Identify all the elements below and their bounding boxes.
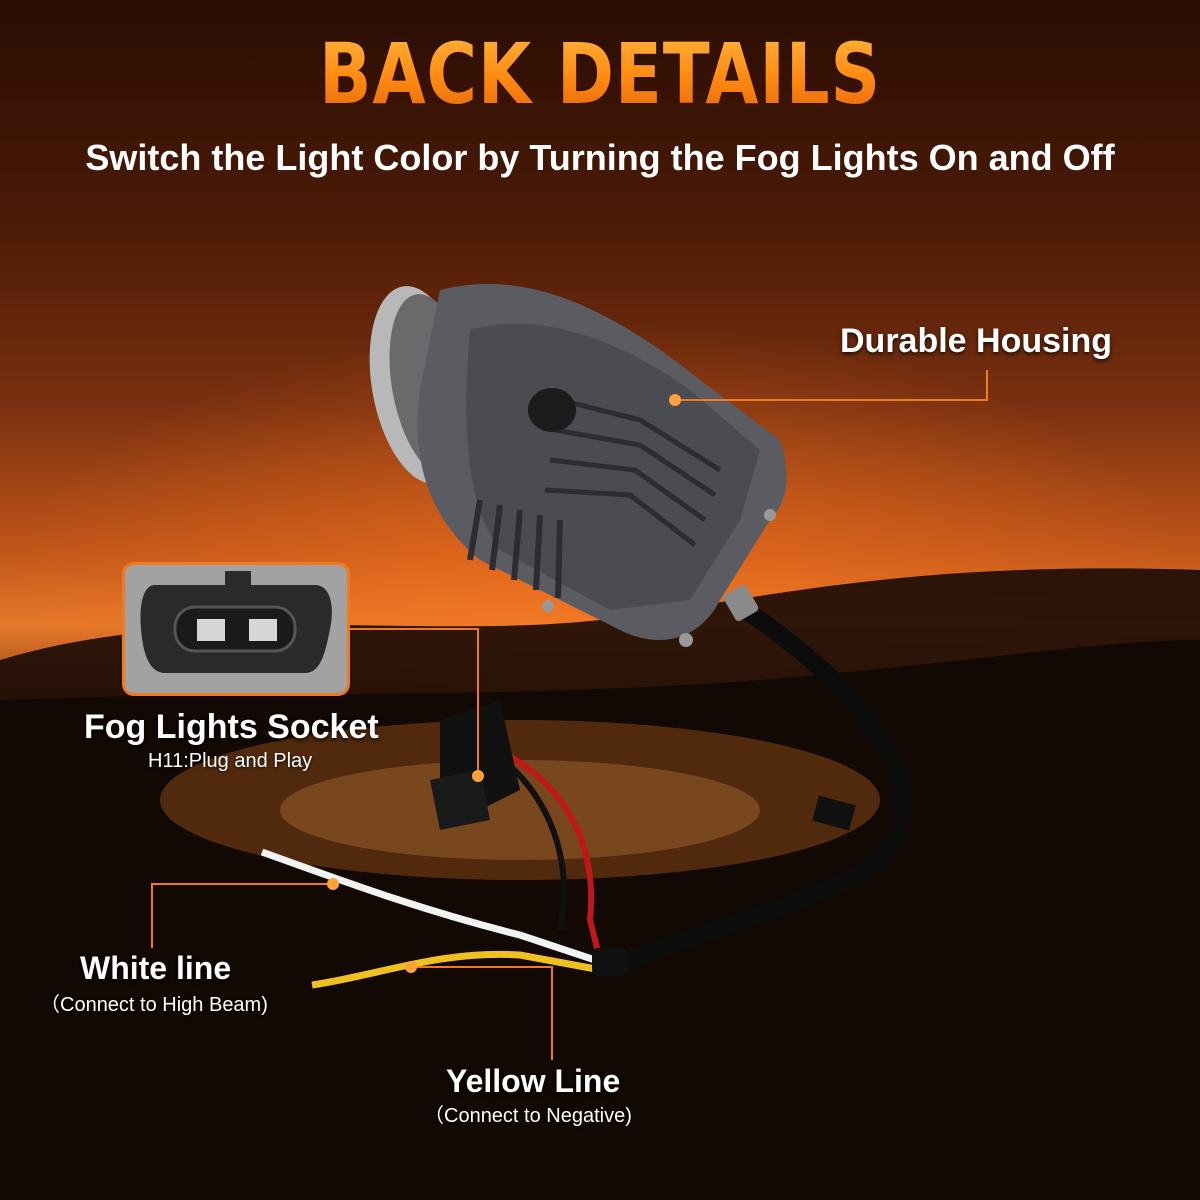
label-yellow-line: Yellow Line [446, 1063, 621, 1099]
label-socket-sub: H11:Plug and Play [148, 750, 313, 772]
label-yellow-line-sub: （Connect to Negative) [424, 1105, 632, 1127]
label-durable-housing: Durable Housing [840, 322, 1113, 360]
label-white-line: White line [80, 950, 232, 986]
label-white-line-sub: （Connect to High Beam) [40, 994, 268, 1016]
label-fog-lights-socket: Fog Lights Socket [84, 708, 379, 746]
socket-inset-image [122, 562, 350, 696]
page-title: BACK DETAILS [108, 32, 1092, 116]
page-subtitle: Switch the Light Color by Turning the Fo… [85, 137, 1115, 178]
socket-icon [125, 565, 347, 693]
